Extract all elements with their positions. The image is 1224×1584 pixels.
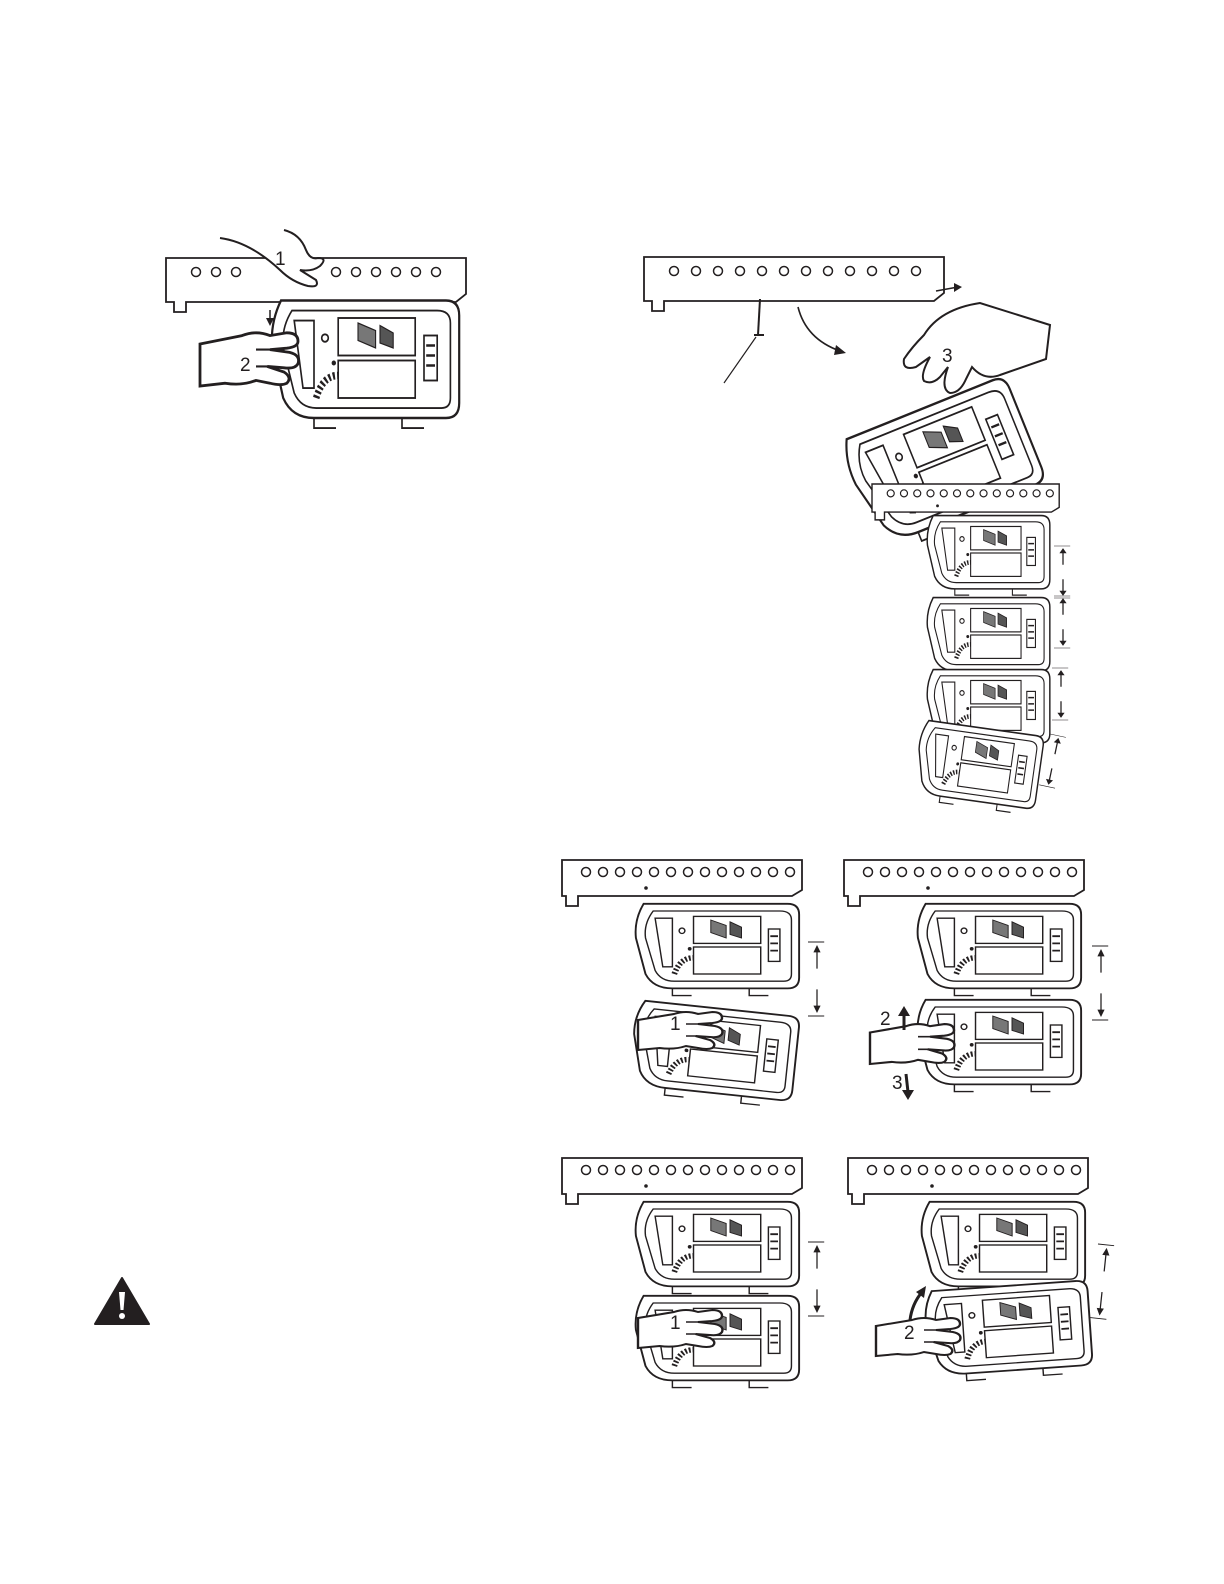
step-label-2: 2 xyxy=(240,356,251,375)
step-label-3: 3 xyxy=(942,347,953,366)
figure-reset-angle-step2: 2 xyxy=(848,1158,1118,1408)
figure-attach-first-box: 1 2 xyxy=(160,230,470,440)
step-label-3-mid: 3 xyxy=(892,1074,903,1093)
figure-pin-and-swing: 3 xyxy=(640,255,1060,470)
figure-array-stack xyxy=(868,482,1093,812)
figure-adjust-angle-step2: 2 3 xyxy=(844,860,1114,1122)
step-label-1-bottom: 1 xyxy=(670,1314,681,1333)
figure-reset-angle-step1: 1 xyxy=(562,1158,822,1408)
step-label-2-bottom: 2 xyxy=(904,1324,915,1343)
warning-triangle-icon xyxy=(93,1276,151,1326)
step-label-2-mid: 2 xyxy=(880,1010,891,1029)
step-label-1: 1 xyxy=(275,250,286,269)
step-label-1-mid: 1 xyxy=(670,1015,681,1034)
figure-adjust-angle-step1: 1 xyxy=(562,860,822,1122)
